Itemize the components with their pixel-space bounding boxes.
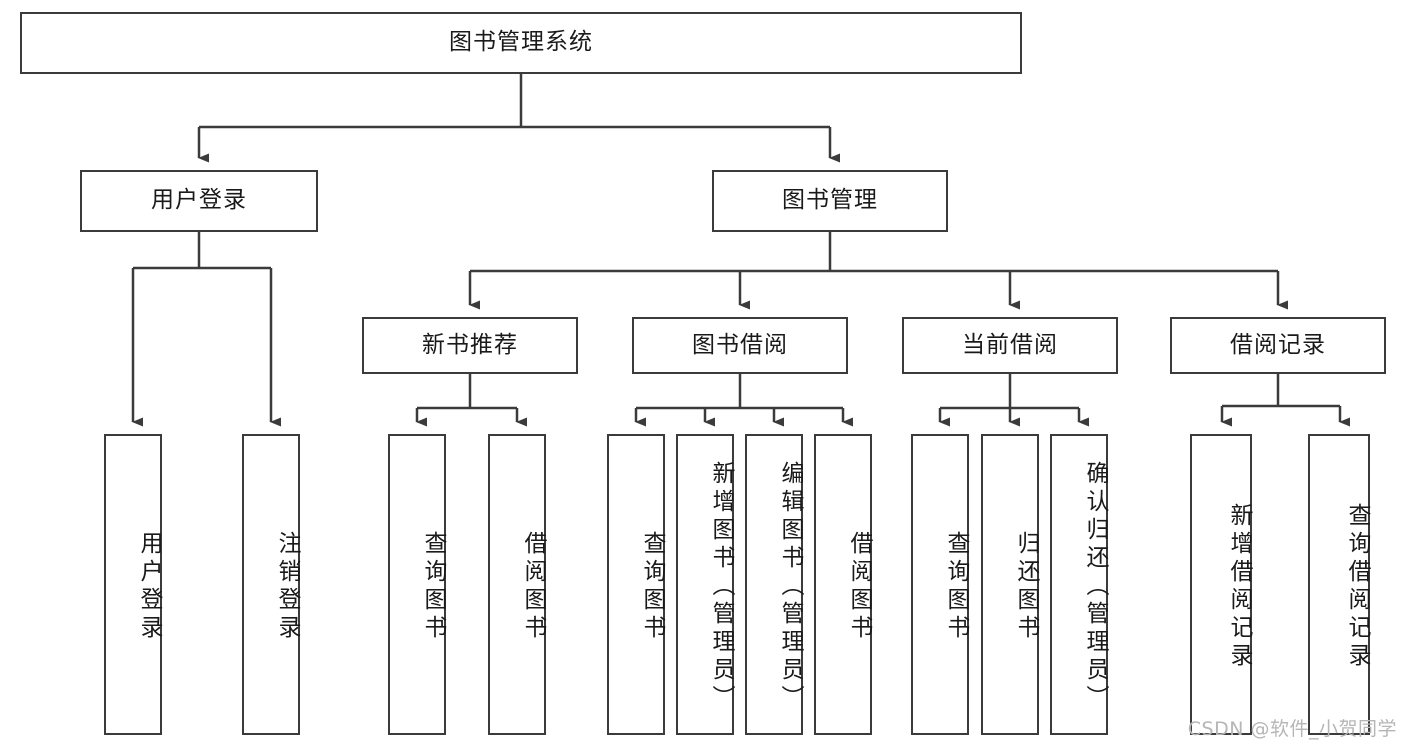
node-leaf-query-book-3[interactable]: 查询图书 <box>911 434 969 735</box>
node-leaf-edit-book[interactable]: 编辑图书（管理员） <box>745 434 803 735</box>
node-leaf-return-book-label: 归还图书 <box>1013 530 1039 643</box>
node-leaf-query-record-label: 查询借阅记录 <box>1344 502 1370 671</box>
node-new-book-rec[interactable]: 新书推荐 <box>362 317 578 374</box>
node-leaf-confirm-return[interactable]: 确认归还（管理员） <box>1050 434 1108 735</box>
node-leaf-query-book-2[interactable]: 查询图书 <box>607 434 665 735</box>
node-leaf-return-book[interactable]: 归还图书 <box>981 434 1039 735</box>
node-leaf-logout-label: 注销登录 <box>274 530 300 643</box>
node-leaf-confirm-return-label: 确认归还（管理员） <box>1082 460 1108 713</box>
node-new-book-rec-label: 新书推荐 <box>422 331 518 358</box>
node-leaf-query-record[interactable]: 查询借阅记录 <box>1308 434 1370 735</box>
node-leaf-borrow-book-1[interactable]: 借阅图书 <box>488 434 546 735</box>
node-leaf-add-record-label: 新增借阅记录 <box>1226 502 1252 671</box>
node-current-borrow[interactable]: 当前借阅 <box>902 317 1118 374</box>
node-leaf-borrow-book-1-label: 借阅图书 <box>520 530 546 643</box>
node-book-borrow-label: 图书借阅 <box>692 331 788 358</box>
node-user-login[interactable]: 用户登录 <box>80 170 318 232</box>
watermark-text: CSDN @软件_小贺同学 <box>1187 718 1397 740</box>
node-leaf-user-login[interactable]: 用户登录 <box>104 434 162 735</box>
node-leaf-query-book-3-label: 查询图书 <box>943 530 969 643</box>
node-leaf-borrow-book-2[interactable]: 借阅图书 <box>814 434 872 735</box>
node-leaf-query-book-2-label: 查询图书 <box>639 530 665 643</box>
node-book-manage-label: 图书管理 <box>782 187 878 214</box>
node-root-label: 图书管理系统 <box>449 29 593 56</box>
node-root[interactable]: 图书管理系统 <box>20 12 1022 74</box>
node-leaf-edit-book-label: 编辑图书（管理员） <box>777 460 803 713</box>
node-book-manage[interactable]: 图书管理 <box>712 170 948 232</box>
node-leaf-user-login-label: 用户登录 <box>136 530 162 643</box>
node-leaf-query-book-1[interactable]: 查询图书 <box>388 434 446 735</box>
node-book-borrow[interactable]: 图书借阅 <box>632 317 848 374</box>
node-borrow-record-label: 借阅记录 <box>1230 331 1326 358</box>
node-leaf-query-book-1-label: 查询图书 <box>420 530 446 643</box>
node-leaf-add-book[interactable]: 新增图书（管理员） <box>676 434 734 735</box>
node-leaf-add-record[interactable]: 新增借阅记录 <box>1190 434 1252 735</box>
node-leaf-borrow-book-2-label: 借阅图书 <box>846 530 872 643</box>
node-current-borrow-label: 当前借阅 <box>962 331 1058 358</box>
node-leaf-logout[interactable]: 注销登录 <box>242 434 300 735</box>
node-user-login-label: 用户登录 <box>151 187 247 214</box>
node-leaf-add-book-label: 新增图书（管理员） <box>708 460 734 713</box>
node-borrow-record[interactable]: 借阅记录 <box>1170 317 1386 374</box>
